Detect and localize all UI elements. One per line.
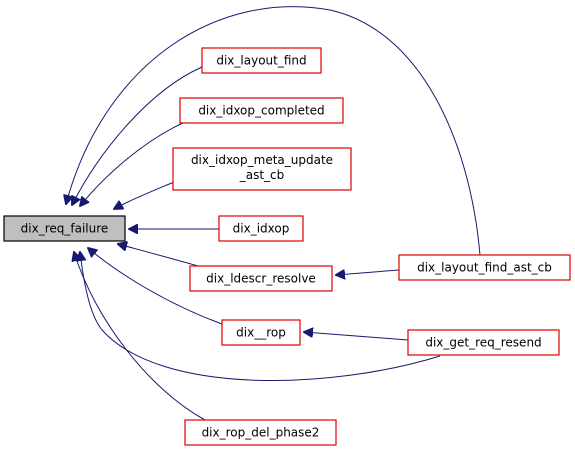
- node-dix_idxop[interactable]: dix_idxop: [218, 215, 304, 242]
- node-dix_get_req_resend[interactable]: dix_get_req_resend: [407, 329, 560, 356]
- node-dix_layout_find[interactable]: dix_layout_find: [201, 47, 322, 74]
- node-box: [172, 147, 352, 191]
- node-dix__rop[interactable]: dix__rop: [221, 319, 301, 346]
- edge-dix_get_req_resend-to-dix_req_failure: [80, 252, 441, 382]
- node-dix_idxop_completed[interactable]: dix_idxop_completed: [179, 97, 344, 124]
- edge-dix_idxop_completed-to-dix_req_failure: [80, 121, 186, 206]
- node-label: dix__rop: [236, 326, 286, 340]
- node-label-line: _ast_cb: [239, 168, 285, 182]
- node-label: dix_get_req_resend: [425, 336, 541, 350]
- edge-dix_get_req_resend-to-dix__rop: [304, 332, 409, 341]
- edge-dix_idxop_meta_update_ast_cb-to-dix_req_failure: [114, 181, 175, 209]
- node-box: [184, 419, 337, 446]
- node-box: [407, 329, 560, 356]
- edge-layer: [66, 6, 481, 421]
- node-box: [398, 254, 571, 281]
- edge-dix_layout_find_ast_cb-to-dix_ldescr_resolve: [336, 270, 400, 275]
- edge-dix_layout_find-to-dix_req_failure: [72, 66, 203, 205]
- node-label: dix_req_failure: [21, 222, 109, 236]
- edge-dix_rop_del_phase2-to-dix_req_failure: [74, 252, 206, 421]
- node-box: [3, 215, 126, 242]
- node-label: dix_idxop_completed: [198, 104, 324, 118]
- edge-dix_ldescr_resolve-to-dix_req_failure: [118, 244, 199, 267]
- node-layer: dix_req_failuredix_layout_finddix_idxop_…: [3, 47, 571, 446]
- node-dix_idxop_meta_update_ast_cb[interactable]: dix_idxop_meta_update_ast_cb: [172, 147, 352, 191]
- node-label: dix_ldescr_resolve: [206, 272, 316, 286]
- edge-dix__rop-to-dix_req_failure: [88, 248, 223, 325]
- node-dix_ldescr_resolve[interactable]: dix_ldescr_resolve: [189, 265, 333, 292]
- node-box: [201, 47, 322, 74]
- node-box: [179, 97, 344, 124]
- node-box: [221, 319, 301, 346]
- node-box: [189, 265, 333, 292]
- node-label: dix_idxop: [233, 222, 290, 236]
- node-dix_req_failure[interactable]: dix_req_failure: [3, 215, 126, 242]
- node-dix_rop_del_phase2[interactable]: dix_rop_del_phase2: [184, 419, 337, 446]
- node-label: dix_rop_del_phase2: [202, 426, 320, 440]
- node-label: dix_layout_find: [216, 54, 306, 68]
- node-label-line: dix_idxop_meta_update: [191, 153, 333, 167]
- node-box: [218, 215, 304, 242]
- edge-dix_layout_find_ast_cb-to-dix_req_failure: [66, 6, 481, 256]
- node-dix_layout_find_ast_cb[interactable]: dix_layout_find_ast_cb: [398, 254, 571, 281]
- node-label: dix_layout_find_ast_cb: [417, 261, 552, 275]
